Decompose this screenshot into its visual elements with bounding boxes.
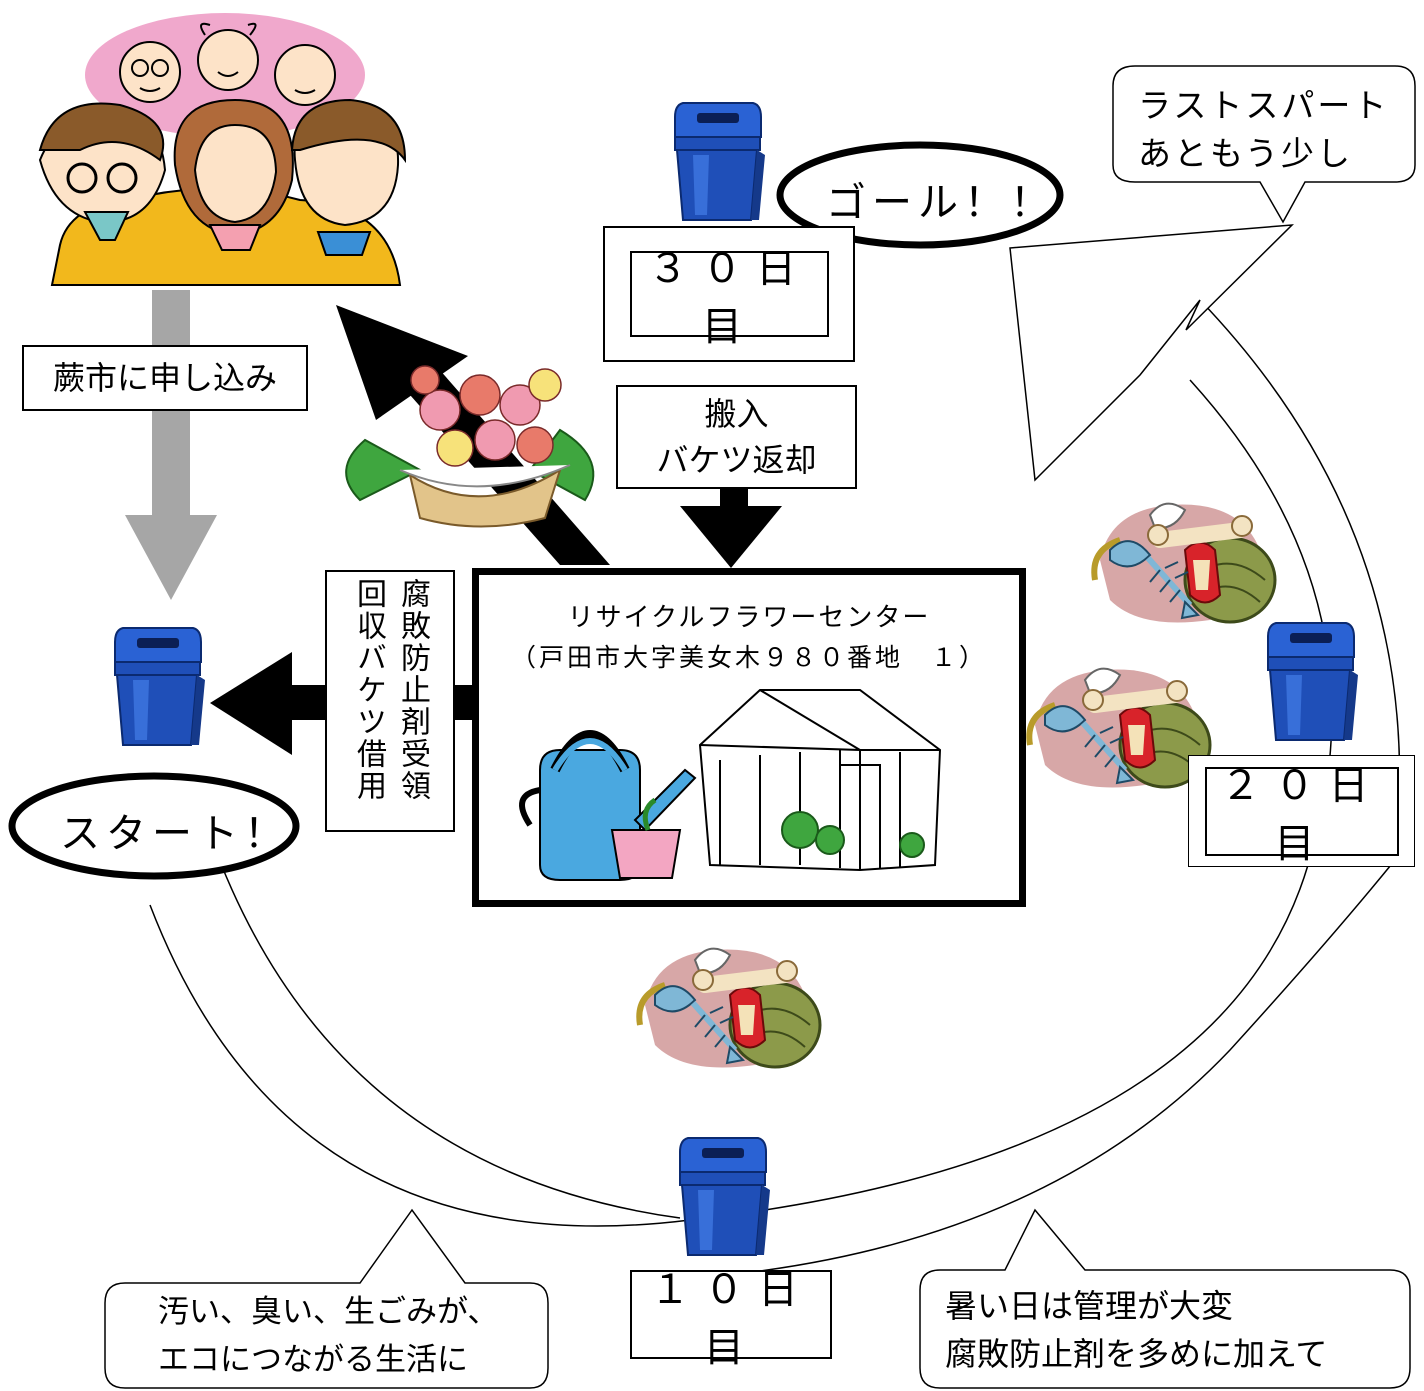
borrow-box: 回収バケツ借用 腐敗防止剤受領: [325, 570, 455, 832]
day10-box: １０日目: [630, 1267, 832, 1371]
garbage-bin-icon: [1267, 622, 1359, 741]
borrow-arrow: [210, 652, 474, 755]
day20-label: ２０日目: [1220, 763, 1383, 867]
day30-label: ３０日目: [648, 246, 810, 350]
carry-in-box: 搬入 バケツ返却: [616, 385, 857, 489]
day30-outer-box: ３０日目: [603, 226, 855, 362]
bubble-hot-shape: [919, 1208, 1411, 1389]
borrow-col2: 腐敗防止剤受領: [395, 578, 430, 802]
garbage-bin-icon: [679, 1137, 771, 1256]
center-box: リサイクルフラワーセンター （戸田市大字美女木９８０番地 １）: [472, 568, 1026, 907]
callout-dirty: 汚い、臭い、生ごみが、 エコにつながる生活に: [158, 1294, 499, 1378]
watering-can-icon: [519, 730, 697, 881]
goal-label: ゴール！！: [826, 180, 1056, 226]
garbage-bin-icon: [114, 627, 206, 746]
day10-label: １０日目: [650, 1266, 812, 1371]
food-waste-icon: [1029, 669, 1210, 788]
food-waste-icon: [639, 949, 820, 1068]
family-illustration-icon: [38, 13, 407, 286]
callout-hot-days: 暑い日は管理が大変 腐敗防止剤を多めに加えて: [945, 1287, 1328, 1373]
borrow-col1: 回収バケツ借用: [351, 578, 386, 802]
flower-basket-icon: [345, 365, 595, 528]
start-ellipse: [8, 772, 300, 880]
apply-label: 蕨市に申し込み: [52, 359, 277, 397]
bubble-dirty-shape: [104, 1208, 549, 1389]
apply-arrow: [125, 290, 217, 600]
cycle-arrowhead: [1009, 224, 1294, 482]
start-label: スタート！: [60, 811, 290, 857]
carry-in-arrow: [680, 485, 782, 568]
carry-in-label: 搬入 バケツ返却: [656, 395, 817, 479]
garbage-bin-icon: [674, 102, 766, 221]
center-title: リサイクルフラワーセンター: [567, 603, 931, 633]
callout-last-spurt: ラストスパート あともう少し: [1138, 86, 1390, 173]
center-address: （戸田市大字美女木９８０番地 １）: [510, 643, 987, 672]
greenhouse-icon: [698, 689, 942, 872]
day30-box: ３０日目: [629, 246, 829, 350]
bubble-last-spurt-shape: [1112, 65, 1416, 224]
goal-ellipse: [776, 141, 1064, 249]
day20-outer-box: ２０日目: [1188, 755, 1415, 867]
apply-label-box: 蕨市に申し込み: [22, 345, 308, 411]
food-waste-icon: [1094, 504, 1275, 623]
day20-box: ２０日目: [1204, 763, 1399, 867]
